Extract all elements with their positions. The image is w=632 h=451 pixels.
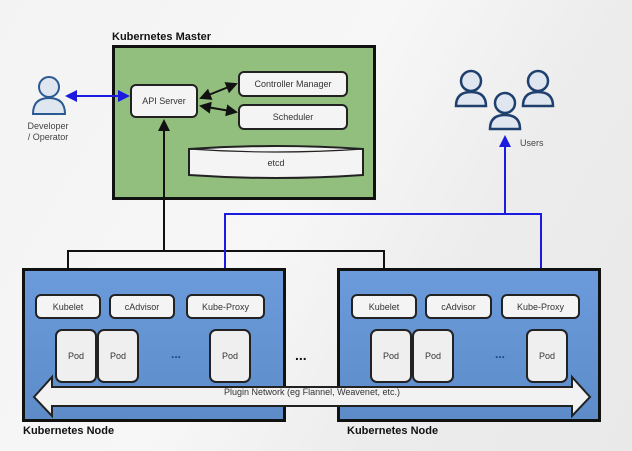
etcd-database[interactable]: etcd — [188, 144, 364, 180]
kubelet[interactable]: Kubelet — [35, 294, 101, 319]
kubelet[interactable]: Kubelet — [351, 294, 417, 319]
pod[interactable]: Pod — [412, 329, 454, 383]
pods-ellipsis: ... — [495, 347, 506, 361]
master-title: Kubernetes Master — [112, 31, 212, 43]
kube-proxy[interactable]: Kube-Proxy — [501, 294, 580, 319]
cadvisor[interactable]: cAdvisor — [425, 294, 492, 319]
node-title: Kubernetes Node — [23, 425, 115, 437]
pod[interactable]: Pod — [526, 329, 568, 383]
api-server[interactable]: API Server — [130, 84, 198, 118]
plugin-network-label: Plugin Network (eg Flannel, Weavenet, et… — [224, 387, 400, 397]
users-group-icon — [454, 69, 555, 131]
users-label: Users — [520, 138, 544, 148]
developer-user-icon — [31, 76, 67, 115]
pod[interactable]: Pod — [370, 329, 412, 383]
kube-proxy[interactable]: Kube-Proxy — [186, 294, 265, 319]
nodes-ellipsis: ... — [295, 347, 307, 363]
pod[interactable]: Pod — [55, 329, 97, 383]
developer-label: Developer / Operator — [27, 121, 69, 142]
etcd-label: etcd — [267, 158, 285, 168]
cadvisor[interactable]: cAdvisor — [109, 294, 175, 319]
pods-ellipsis: ... — [171, 347, 182, 361]
pod[interactable]: Pod — [209, 329, 251, 383]
users-group — [454, 68, 558, 138]
scheduler[interactable]: Scheduler — [238, 104, 348, 130]
database-icon — [188, 145, 364, 179]
node-title: Kubernetes Node — [347, 425, 439, 437]
controller-manager[interactable]: Controller Manager — [238, 71, 348, 97]
pod[interactable]: Pod — [97, 329, 139, 383]
